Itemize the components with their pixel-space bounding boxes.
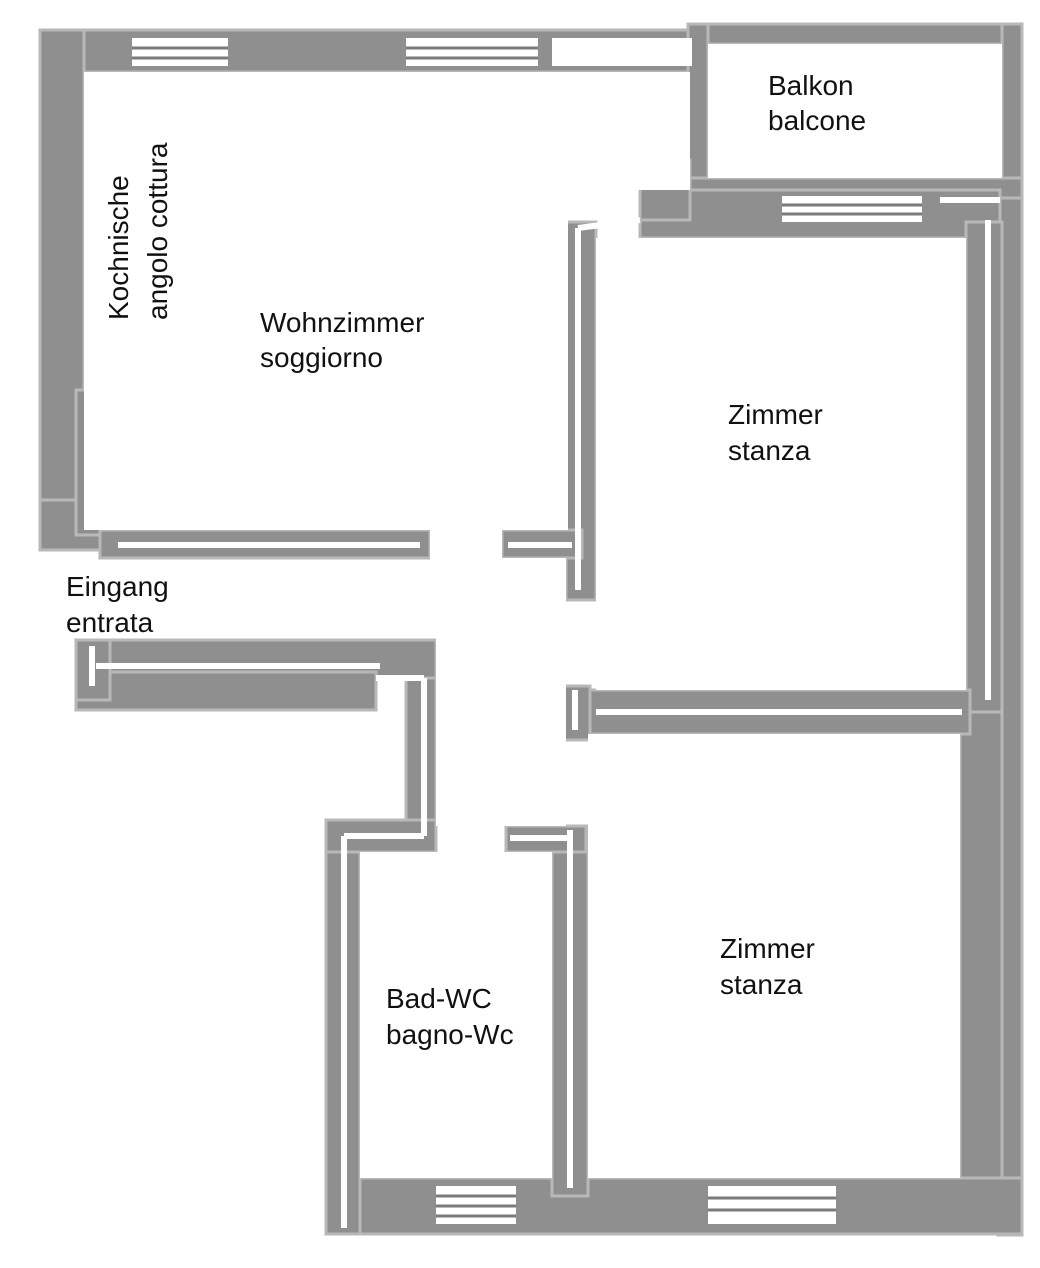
upper-room-right — [964, 220, 1004, 714]
kitchenette-label-2: angolo cottura — [142, 142, 173, 320]
corridor-area — [436, 558, 566, 826]
balcony-area — [708, 44, 1002, 178]
bath-area — [360, 852, 552, 1178]
entrance-wall-lower — [74, 670, 378, 712]
bath-label-2: bagno-Wc — [386, 1019, 514, 1050]
window-lower-room — [708, 1186, 836, 1224]
wall-bottom — [328, 1176, 1024, 1236]
living-label-1: Wohnzimmer — [260, 307, 424, 338]
room-lower-label-2: stanza — [720, 969, 803, 1000]
room-upper-label-1: Zimmer — [728, 399, 823, 430]
entrance-label-2: entrata — [66, 607, 154, 638]
balcony-wall-top — [698, 22, 1024, 46]
room-labels: Balkon balcone Kochnische angolo cottura… — [66, 70, 866, 1050]
windows — [132, 38, 922, 1224]
balcony-label-2: balcone — [768, 105, 866, 136]
living-label-2: soggiorno — [260, 342, 383, 373]
entrance-label-1: Eingang — [66, 571, 169, 602]
lower-room-area — [588, 734, 960, 1178]
upper-room-area — [596, 238, 966, 690]
wall-inner-lines — [89, 197, 1000, 1228]
window-top-1 — [132, 38, 228, 66]
window-top-2 — [406, 38, 538, 66]
room-fills — [84, 44, 1002, 1178]
corridor-link — [430, 530, 502, 570]
living-area — [84, 72, 568, 530]
entrance-walls — [74, 638, 438, 712]
balcony-wall-right — [1000, 22, 1024, 196]
window-top-3 — [552, 38, 692, 66]
room-upper-label-2: stanza — [728, 435, 811, 466]
room-lower-label-1: Zimmer — [720, 933, 815, 964]
window-bath — [436, 1186, 516, 1224]
window-upper-room — [782, 196, 922, 222]
kitchenette-label-1: Kochnische — [103, 175, 134, 320]
balcony-label-1: Balkon — [768, 70, 854, 101]
kitchen-area — [84, 72, 128, 390]
wall-right-lower — [958, 698, 1004, 1182]
bath-label-1: Bad-WC — [386, 983, 492, 1014]
living-area-right — [560, 72, 690, 190]
